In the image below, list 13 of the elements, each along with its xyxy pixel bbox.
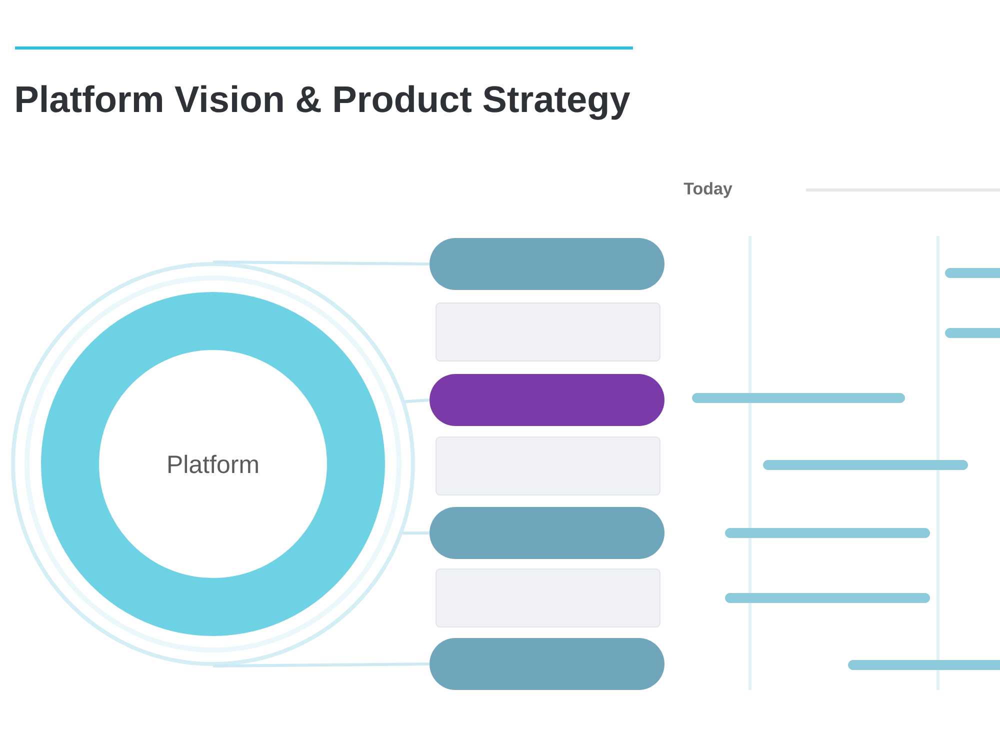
pill-shape [430,507,664,559]
rounded-box [436,302,660,362]
timeline-label: Today [684,182,732,198]
connector-line [402,532,430,535]
connector-line [213,662,430,668]
rounded-box [436,436,660,496]
rounded-box [436,568,660,628]
connector-line [213,260,430,266]
connector-line [405,398,430,404]
pill-shape [430,238,664,290]
title: Platform Vision & Product Strategy [16,85,630,120]
pill-shape [430,638,664,690]
pill-shape [430,374,664,426]
